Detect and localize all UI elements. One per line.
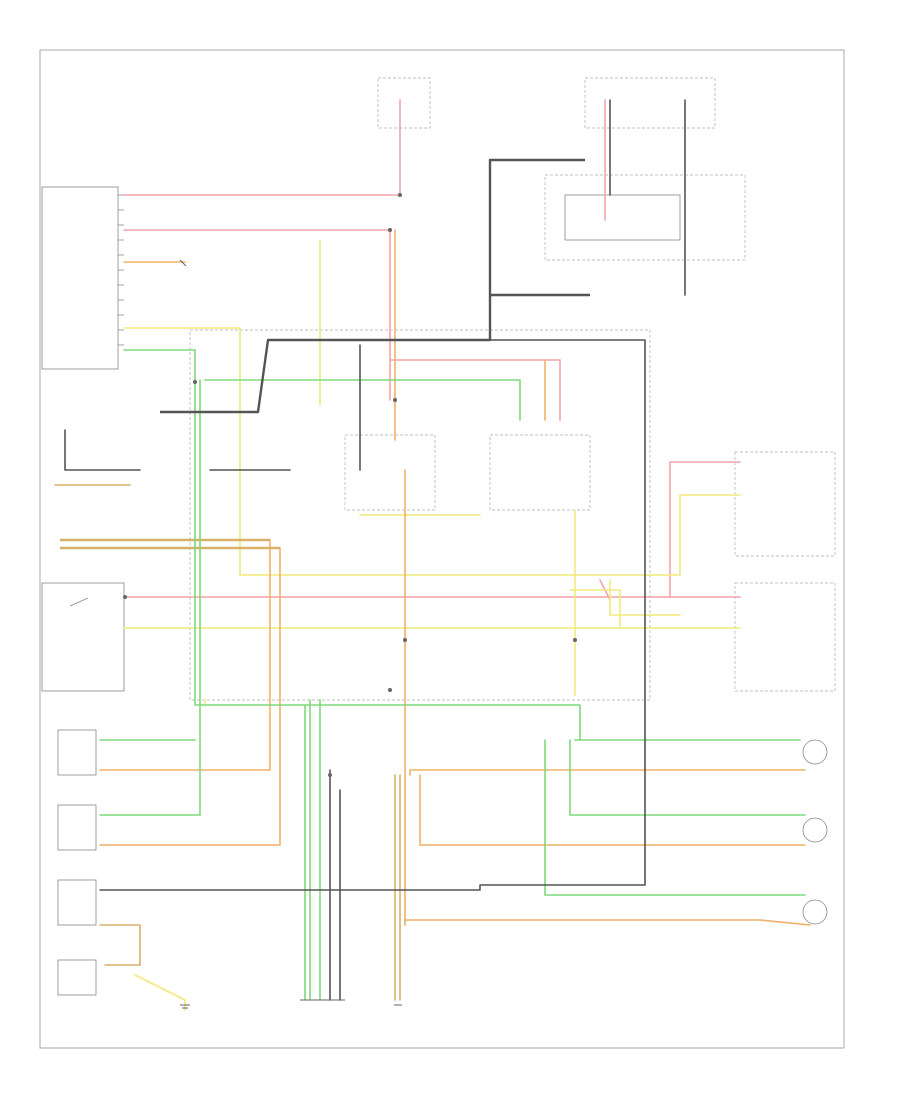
ground-symbol-icon [179,259,402,1009]
lamp-bulb-right-3-icon [802,899,828,925]
lamp-left-2 [57,804,97,851]
door-switch-right-upper [734,451,836,557]
control-module-left [41,186,119,370]
wires-tan [54,484,406,1001]
wires-green [99,349,806,1001]
diagram-border [39,49,845,1049]
relay-center-right [489,434,591,511]
lamp-bulb-right-2-icon [802,817,828,843]
switch-module-contact [69,597,89,607]
wires-orange [99,229,811,926]
relay-center-left [344,434,436,511]
lamp-left-4 [57,959,97,996]
switch-module-left [41,582,125,692]
lamp-left-3 [57,879,97,926]
wires-yellow [123,239,741,1011]
fuse-box-top-center [377,77,431,129]
control-module-pins [118,194,124,346]
wires-black [64,99,686,1001]
relay-inner [564,194,681,241]
lamp-left-1 [57,729,97,776]
dome-module-box [189,329,651,701]
relay-box-right [544,174,746,261]
lamp-bulb-right-1-icon [802,739,828,765]
splice-dots [123,193,577,777]
door-switch-right-lower [734,582,836,692]
fuse-box-top-right [584,77,716,129]
